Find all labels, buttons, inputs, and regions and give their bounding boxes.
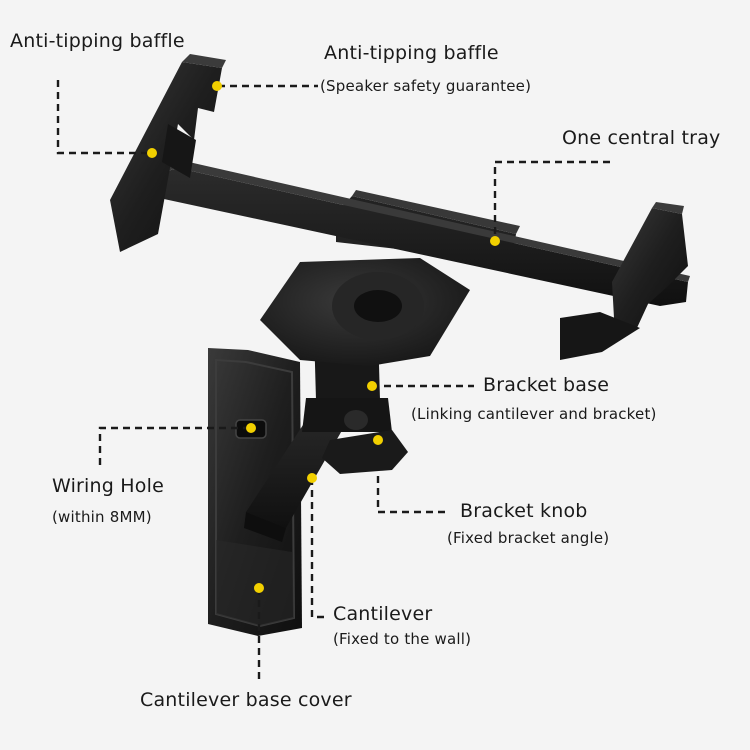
markers (147, 81, 500, 593)
marker-central-tray (490, 236, 500, 246)
label-anti-tipping-baffle-left: Anti-tipping baffle (10, 30, 185, 52)
speaker-wall-mount (110, 54, 690, 636)
marker-baffle-right (212, 81, 222, 91)
label-cantilever-base-cover: Cantilever base cover (140, 689, 352, 711)
marker-bracket-base (367, 381, 377, 391)
leader-lines (56, 80, 610, 680)
leader-cantilever (310, 478, 326, 619)
label-bracket-knob: Bracket knob (460, 500, 588, 522)
note-bracket-knob: (Fixed bracket angle) (447, 529, 610, 547)
leader-central-tray (493, 160, 610, 240)
label-cantilever: Cantilever (333, 603, 433, 625)
leader-bracket-knob (376, 440, 448, 514)
marker-cantilever-base-cover (254, 583, 264, 593)
label-central-tray: One central tray (562, 127, 721, 149)
bracket-knob (322, 410, 408, 474)
label-bracket-base: Bracket base (483, 374, 610, 396)
label-anti-tipping-baffle-right: Anti-tipping baffle (324, 42, 499, 64)
horizontal-rail (150, 160, 690, 306)
note-wiring-hole: (within 8MM) (52, 508, 152, 526)
right-anti-tipping-baffle (560, 202, 688, 360)
note-cantilever: (Fixed to the wall) (333, 630, 472, 648)
marker-wiring-hole (246, 423, 256, 433)
bracket-disc (260, 258, 470, 366)
left-anti-tipping-baffle (110, 54, 226, 252)
label-wiring-hole: Wiring Hole (52, 475, 164, 497)
leader-baffle-left (56, 80, 150, 155)
marker-bracket-knob (373, 435, 383, 445)
leader-wiring-hole (98, 426, 250, 470)
wall-plate (208, 348, 302, 636)
note-speaker-safety: (Speaker safety guarantee) (320, 77, 532, 95)
marker-baffle-left (147, 148, 157, 158)
note-bracket-base: (Linking cantilever and bracket) (411, 405, 657, 423)
marker-cantilever (307, 473, 317, 483)
